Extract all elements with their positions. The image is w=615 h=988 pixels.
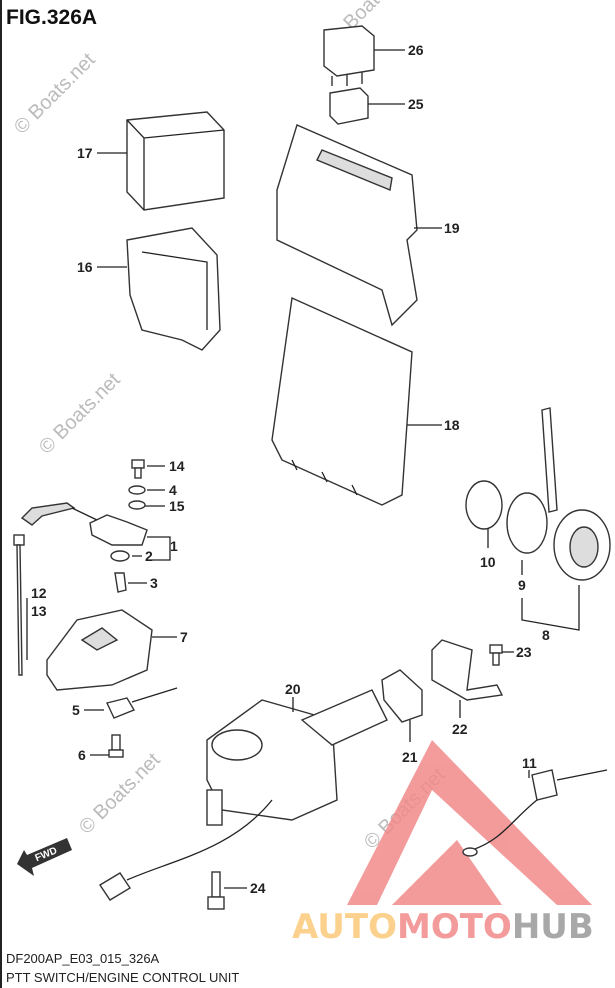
part-25-relay bbox=[329, 87, 369, 125]
callout-23: 23 bbox=[516, 644, 532, 660]
callout-22: 22 bbox=[452, 721, 468, 737]
part-15-washer bbox=[128, 500, 146, 510]
callout-11: 11 bbox=[522, 755, 537, 771]
callout-3: 3 bbox=[150, 575, 158, 591]
part-4-washer bbox=[128, 485, 146, 495]
part-11-cable bbox=[462, 769, 608, 857]
part-24-bolt bbox=[207, 871, 225, 910]
part-3-collar bbox=[114, 572, 127, 593]
part-12-13-cable-tie bbox=[13, 534, 25, 676]
svg-text:AUTOMOTOHUB: AUTOMOTOHUB bbox=[292, 907, 594, 947]
part-7-bracket bbox=[46, 609, 153, 691]
leader-lines bbox=[26, 49, 580, 889]
callout-9: 9 bbox=[518, 577, 526, 593]
callout-12: 12 bbox=[31, 585, 47, 601]
callout-25: 25 bbox=[408, 96, 424, 112]
callout-2: 2 bbox=[145, 548, 153, 564]
callout-20: 20 bbox=[285, 681, 301, 697]
callout-17: 17 bbox=[77, 145, 93, 161]
watermark: © Boats.net bbox=[10, 49, 100, 139]
callout-1: 1 bbox=[170, 538, 178, 554]
part-1-ptt-switch bbox=[20, 502, 148, 546]
part-6-bolt bbox=[108, 734, 124, 758]
callout-8: 8 bbox=[542, 627, 550, 643]
callout-24: 24 bbox=[250, 880, 266, 896]
automotohub-logo: AUTOMOTOHUB bbox=[292, 740, 594, 947]
part-18-ecu bbox=[271, 296, 413, 506]
part-5-trim-sensor bbox=[106, 687, 178, 719]
callout-19: 19 bbox=[444, 220, 460, 236]
watermark: © Boats.net bbox=[75, 749, 165, 839]
callout-13: 13 bbox=[31, 603, 47, 619]
callout-6: 6 bbox=[78, 747, 86, 763]
callout-18: 18 bbox=[444, 417, 460, 433]
part-9-o-ring bbox=[506, 492, 548, 554]
figure-title: FIG.326A bbox=[6, 6, 97, 29]
logo-auto: AUTO bbox=[292, 907, 397, 947]
callout-4: 4 bbox=[169, 482, 177, 498]
part-16-connector-box bbox=[126, 227, 221, 351]
part-10-seal bbox=[465, 480, 503, 530]
callout-labels: 1 2 3 4 5 6 7 8 9 10 11 12 13 14 15 16 1… bbox=[31, 42, 550, 896]
part-17-cover bbox=[126, 111, 225, 211]
callout-5: 5 bbox=[72, 702, 80, 718]
callout-21: 21 bbox=[402, 749, 418, 765]
figure-caption: PTT SWITCH/ENGINE CONTROL UNIT bbox=[6, 970, 239, 985]
callout-26: 26 bbox=[408, 42, 424, 58]
part-8-grommet bbox=[541, 407, 611, 581]
figure-code: DF200AP_E03_015_326A bbox=[6, 951, 160, 966]
part-22-bracket bbox=[431, 639, 504, 701]
logo-moto: MOTO bbox=[397, 907, 512, 947]
connector-plug bbox=[99, 872, 131, 901]
callout-10: 10 bbox=[480, 554, 496, 570]
part-2-o-ring bbox=[110, 550, 130, 562]
part-21-rubber bbox=[381, 669, 423, 723]
watermark: © Boats.net bbox=[35, 369, 125, 459]
callout-15: 15 bbox=[169, 498, 185, 514]
part-20-trim-motor bbox=[126, 689, 388, 881]
callout-16: 16 bbox=[77, 259, 93, 275]
part-23-bolt bbox=[489, 644, 503, 666]
part-26-relay bbox=[323, 25, 375, 86]
callout-14: 14 bbox=[169, 458, 185, 474]
logo-hub: HUB bbox=[512, 907, 594, 947]
callout-7: 7 bbox=[180, 629, 188, 645]
part-14-screw bbox=[131, 459, 145, 479]
fwd-arrow-icon: FWD bbox=[17, 838, 72, 876]
part-19-ecu-cover bbox=[276, 124, 418, 327]
